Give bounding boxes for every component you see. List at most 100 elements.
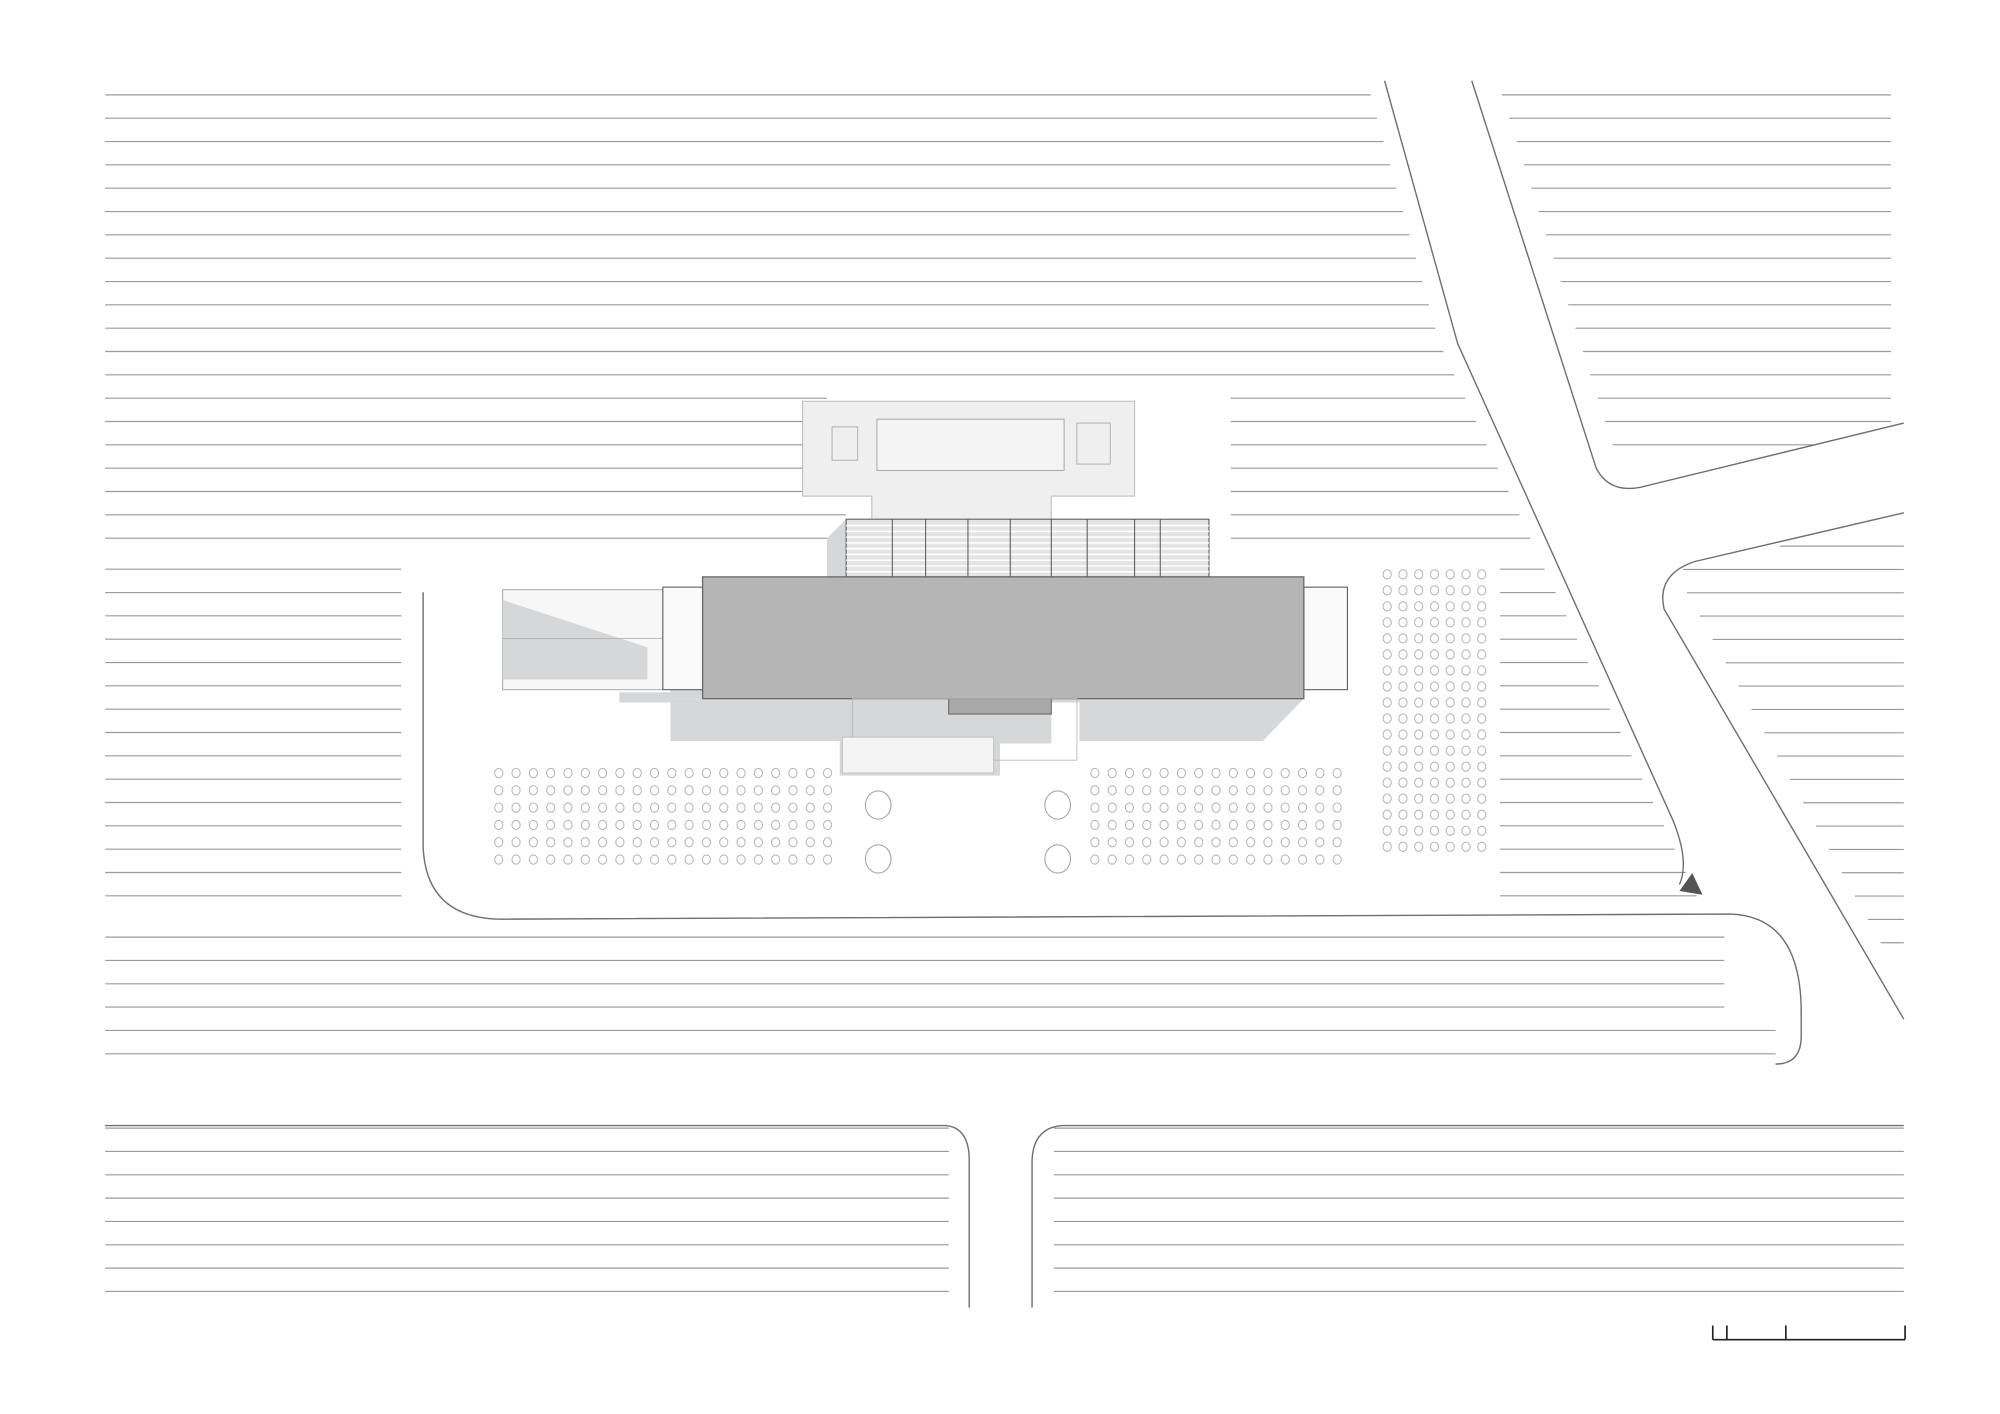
tree-dot [1280,819,1290,831]
tree-dot [1194,802,1204,813]
tree-dot [1477,617,1487,628]
main-roof [701,576,1305,700]
tree-dot [736,854,746,865]
tree-dot [528,854,538,865]
tree-dot [1445,713,1455,724]
tree-dot [1107,767,1117,779]
tree-dot [719,837,729,848]
tree-dot [1194,819,1204,831]
tree-dot [580,837,590,848]
tree-dot [615,819,625,831]
tree-dot [788,854,798,865]
tree-dot [805,785,815,796]
tree-dot [1194,854,1204,865]
tree-dot [597,802,608,813]
tree-dot [684,837,694,848]
tree-dot [1263,785,1273,796]
tree-dot [580,802,590,813]
tree-dot [1414,585,1424,596]
tree-dot [511,802,521,813]
tree-dot [1315,767,1325,779]
tree-dot [1176,802,1187,813]
tree-dot [1124,819,1135,831]
tree-dot [1107,819,1117,831]
tree-dot [719,819,729,831]
tree-dot [1124,854,1135,865]
tree-dot [1429,585,1440,596]
tree-dot [1477,633,1487,644]
tree-dot [580,854,590,865]
pool [876,418,1065,471]
tree-dot [1398,585,1408,596]
tree-dot [1461,585,1471,596]
tree-dot [1429,665,1440,676]
tree-dot [701,837,712,848]
south-road-left-edge [105,1124,970,1308]
tree-dot [1332,819,1342,831]
tree-dot [771,802,781,813]
south-step [948,698,1052,715]
tree-dot [494,785,504,796]
tree-dot [1414,729,1424,740]
tree-dot [632,819,642,831]
tree-dot [1382,681,1392,692]
tree-dot [1461,713,1471,724]
tree-dot [1414,777,1424,788]
tree-dot [1297,767,1308,779]
tree-dot [1461,793,1471,804]
tree-dot [1280,802,1290,813]
tree-dot [1382,825,1392,836]
tree-dot [1445,585,1455,596]
tree-dot [1297,802,1308,813]
tree-dot [1194,785,1204,796]
tree-dot [701,854,712,865]
tree-dot [1107,837,1117,848]
tree-dot [1414,809,1424,820]
tree-dot [1315,837,1325,848]
tree-dot [1429,697,1440,708]
tree-dot [563,802,573,813]
tree-dot [1124,785,1135,796]
south-stair [841,736,995,774]
tree-dot [1159,819,1169,831]
tree-dot [1211,785,1221,796]
tree-dot [736,819,746,831]
tree-dot [1445,825,1455,836]
tree-dot [1445,617,1455,628]
tree-dot [1211,802,1221,813]
tree-dot [649,854,660,865]
tree-dot [1090,819,1100,831]
tree-dot [1382,713,1392,724]
tree-dot [788,767,798,779]
tree-dot [719,802,729,813]
tree-dot [1461,777,1471,788]
site-boundary-road [422,592,1802,1065]
tree-dot [615,802,625,813]
tree-dot [1477,569,1487,580]
tree-dot [1159,767,1169,779]
tree-dot [1445,681,1455,692]
tree-dot [1263,802,1273,813]
tree-dot [822,854,833,865]
tree-dot [1263,767,1273,779]
building [502,400,1348,776]
tree-dot [1414,745,1424,756]
tree-dot [1477,809,1487,820]
terrace-feature-east [1076,422,1111,465]
tree-dot [563,767,573,779]
tree-dot [1398,697,1408,708]
tree-dot [1142,785,1152,796]
tree-dot [1228,837,1238,848]
tree-grid [494,569,1487,865]
tree-dot [1315,802,1325,813]
tree-dot [1461,601,1471,612]
tree-dot [667,837,677,848]
tree-dot [511,837,521,848]
tree-dot [1398,601,1408,612]
tree-dot [1398,617,1408,628]
tree-dot [1398,665,1408,676]
tree-dot [1315,785,1325,796]
tree-dot [1382,761,1392,772]
tree-dot [1461,569,1471,580]
